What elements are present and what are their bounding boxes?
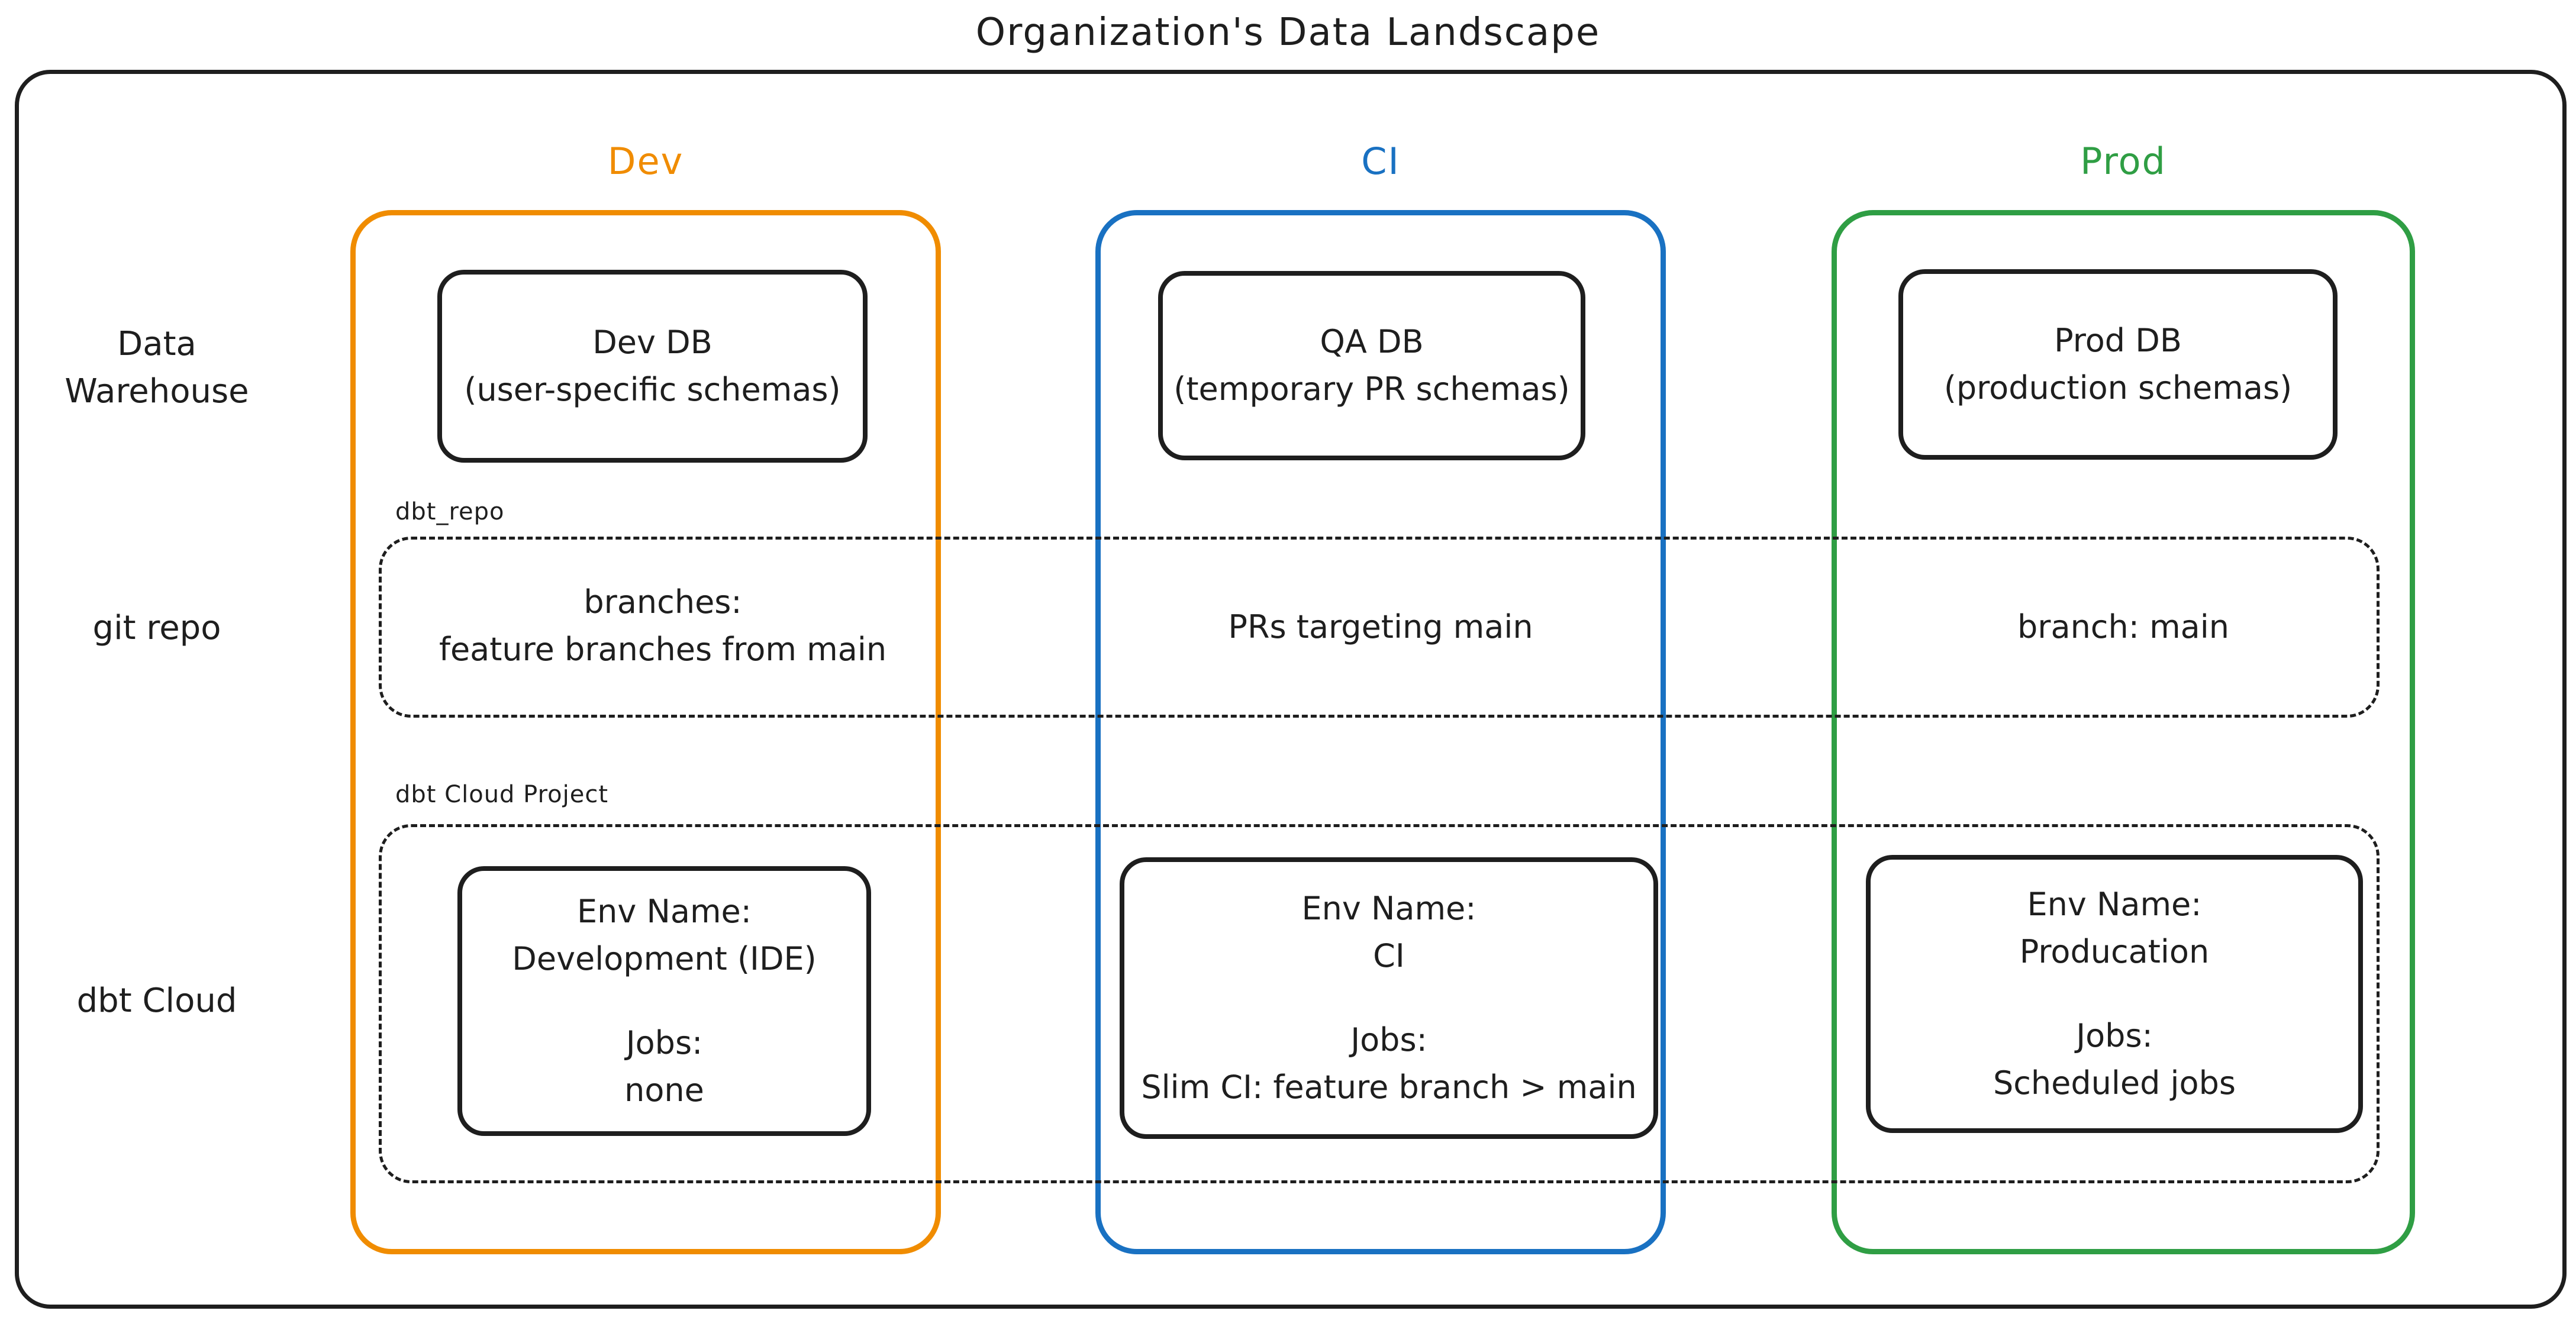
env-box-prod-env-value: Producation	[2019, 933, 2210, 970]
db-box-dev-detail: (user-specific schemas)	[464, 371, 841, 408]
env-box-ci-jobs-value: Slim CI: feature branch > main	[1141, 1069, 1637, 1106]
column-frame-dev	[350, 210, 941, 1254]
env-box-prod-jobs-label: Jobs:	[2076, 1017, 2153, 1054]
env-box-dev-jobs-value: none	[624, 1071, 704, 1109]
db-box-prod-name: Prod DB	[2054, 322, 2182, 359]
git-repo-dashed-frame	[379, 537, 2380, 718]
db-box-prod-detail: (production schemas)	[1943, 369, 2293, 406]
env-box-ci-env-label: Env Name:	[1301, 890, 1476, 927]
column-frame-ci	[1095, 210, 1666, 1254]
db-box-qa-detail: (temporary PR schemas)	[1173, 370, 1570, 408]
env-box-ci-jobs-label: Jobs:	[1350, 1021, 1427, 1058]
dbt-cloud-frame-label: dbt Cloud Project	[395, 781, 609, 808]
column-header-dev: Dev	[607, 140, 684, 183]
column-frame-prod	[1832, 210, 2415, 1254]
git-text-dev: branches: feature branches from main	[391, 579, 935, 673]
dbt-cloud-dashed-frame	[379, 824, 2380, 1183]
column-header-prod: Prod	[2080, 140, 2166, 183]
diagram-title: Organization's Data Landscape	[975, 11, 1601, 54]
git-text-prod: branch: main	[2017, 608, 2229, 645]
row-label-dbt-cloud: dbt Cloud	[76, 982, 237, 1020]
env-box-dev: Env Name: Development (IDE) Jobs: none	[457, 866, 871, 1136]
db-box-dev: Dev DB (user-specific schemas)	[437, 270, 868, 463]
env-box-ci-env-value: CI	[1373, 937, 1405, 974]
db-box-qa: QA DB (temporary PR schemas)	[1158, 271, 1585, 460]
git-text-ci: PRs targeting main	[1228, 608, 1533, 645]
env-box-dev-env-label: Env Name:	[577, 893, 752, 930]
env-box-prod: Env Name: Producation Jobs: Scheduled jo…	[1866, 855, 2363, 1133]
db-box-prod: Prod DB (production schemas)	[1898, 269, 2338, 460]
row-label-data-warehouse: Data Warehouse	[65, 325, 249, 411]
row-label-git-repo: git repo	[92, 609, 221, 647]
git-text-dev-line1: branches:	[583, 583, 742, 621]
db-box-qa-name: QA DB	[1320, 323, 1424, 360]
env-box-prod-jobs-value: Scheduled jobs	[1993, 1064, 2236, 1102]
env-box-prod-env-label: Env Name:	[2027, 886, 2202, 923]
env-box-dev-jobs-label: Jobs:	[626, 1024, 703, 1061]
db-box-dev-name: Dev DB	[592, 324, 712, 361]
column-header-ci: CI	[1361, 140, 1400, 183]
outer-frame	[15, 70, 2567, 1309]
env-box-dev-env-value: Development (IDE)	[512, 940, 817, 977]
env-box-ci: Env Name: CI Jobs: Slim CI: feature bran…	[1120, 857, 1658, 1139]
git-text-dev-line2: feature branches from main	[439, 631, 887, 668]
git-repo-frame-label: dbt_repo	[395, 498, 505, 525]
